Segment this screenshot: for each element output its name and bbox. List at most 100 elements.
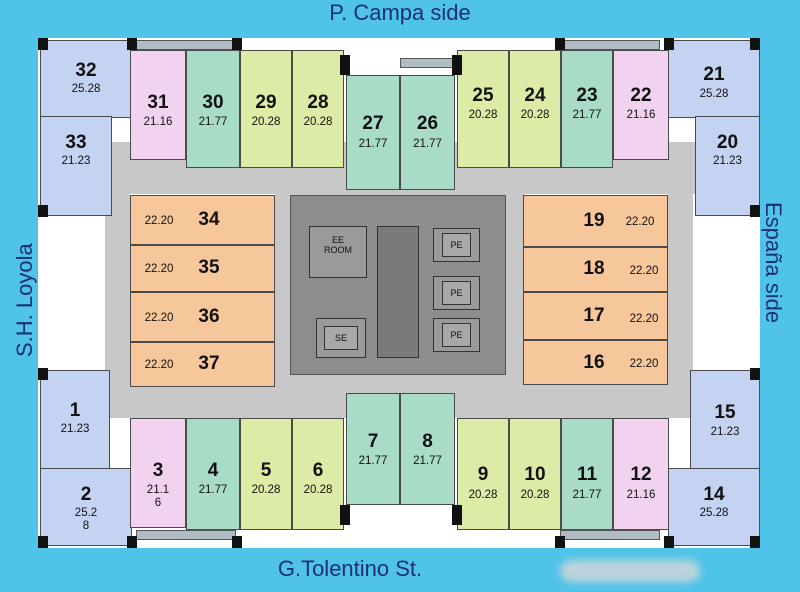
ee-room: EE ROOM [309, 226, 367, 278]
unit-area: 22.20 [144, 215, 174, 227]
unit-area: 20.28 [468, 109, 498, 121]
street-label-left: S.H. Loyola [12, 243, 37, 357]
unit-number: 10 [524, 464, 546, 485]
column [127, 536, 137, 548]
unit-area: 22.20 [144, 359, 174, 371]
corridor-right-stub [668, 185, 693, 385]
unit: 36 22.20 [130, 292, 275, 342]
unit-number: 1 [69, 400, 81, 421]
unit-number: 7 [367, 431, 379, 452]
unit-number: 4 [207, 460, 219, 481]
unit: 35 22.20 [130, 245, 275, 292]
column [555, 38, 565, 50]
pe-label: PE [450, 288, 463, 298]
unit-area: 22.20 [625, 216, 655, 228]
unit-number: 9 [477, 464, 489, 485]
column [555, 536, 565, 548]
ee-room-label: EE ROOM [324, 235, 352, 255]
unit-area: 21.77 [358, 138, 388, 150]
smudge [560, 560, 700, 582]
unit-area: 25.2 8 [74, 507, 98, 532]
unit-area: 20.28 [303, 484, 333, 496]
unit-area: 21.23 [61, 155, 91, 167]
column [340, 505, 350, 525]
column [664, 536, 674, 548]
unit-area: 22.20 [629, 265, 659, 277]
unit-number: 34 [198, 209, 220, 230]
pe-room-3: PE [433, 318, 480, 352]
unit-area: 25.28 [699, 88, 729, 100]
unit-number: 33 [65, 132, 87, 153]
column [232, 536, 242, 548]
unit-area: 21.77 [413, 138, 442, 150]
column [664, 38, 674, 50]
pe-label: PE [450, 330, 463, 340]
unit-area: 25.28 [71, 83, 101, 95]
unit-area: 22.20 [144, 263, 174, 275]
pe-room-inner: PE [442, 281, 471, 305]
unit-area: 21.16 [626, 489, 656, 501]
column [38, 368, 48, 380]
unit-area: 21.77 [413, 455, 442, 467]
unit-area: 21.23 [710, 426, 740, 438]
unit-number: 35 [198, 257, 220, 278]
column [750, 205, 760, 217]
unit: 12 21.16 [613, 418, 669, 530]
unit-area: 20.28 [520, 489, 550, 501]
unit-number: 28 [307, 92, 329, 113]
unit-area: 20.28 [520, 109, 550, 121]
unit-number: 19 [583, 210, 605, 231]
pe-room-1: PE [433, 228, 480, 262]
unit-area: 22.20 [144, 312, 174, 324]
unit-number: 24 [524, 85, 546, 106]
balcony [400, 58, 455, 68]
unit-number: 12 [630, 464, 652, 485]
pe-label: PE [450, 240, 463, 250]
column [452, 505, 462, 525]
se-label: SE [334, 333, 347, 343]
unit-area: 20.28 [251, 116, 281, 128]
se-room: SE [316, 318, 366, 358]
unit-area: 21.77 [198, 484, 228, 496]
pe-room-2: PE [433, 276, 480, 310]
street-label-right: España side [761, 201, 786, 324]
unit-area: 20.28 [468, 489, 498, 501]
unit-number: 31 [147, 92, 169, 113]
street-label-bottom: G.Tolentino St. [277, 556, 423, 581]
column [750, 368, 760, 380]
unit-area: 20.28 [251, 484, 281, 496]
unit-number: 22 [630, 85, 652, 106]
column [750, 38, 760, 50]
column [38, 38, 48, 50]
balcony [136, 530, 236, 540]
unit-number: 2 [80, 484, 92, 505]
column [340, 55, 350, 75]
unit-number: 36 [198, 306, 220, 327]
unit-area: 21.77 [358, 455, 388, 467]
column [750, 536, 760, 548]
unit: 24 20.28 [509, 50, 561, 168]
